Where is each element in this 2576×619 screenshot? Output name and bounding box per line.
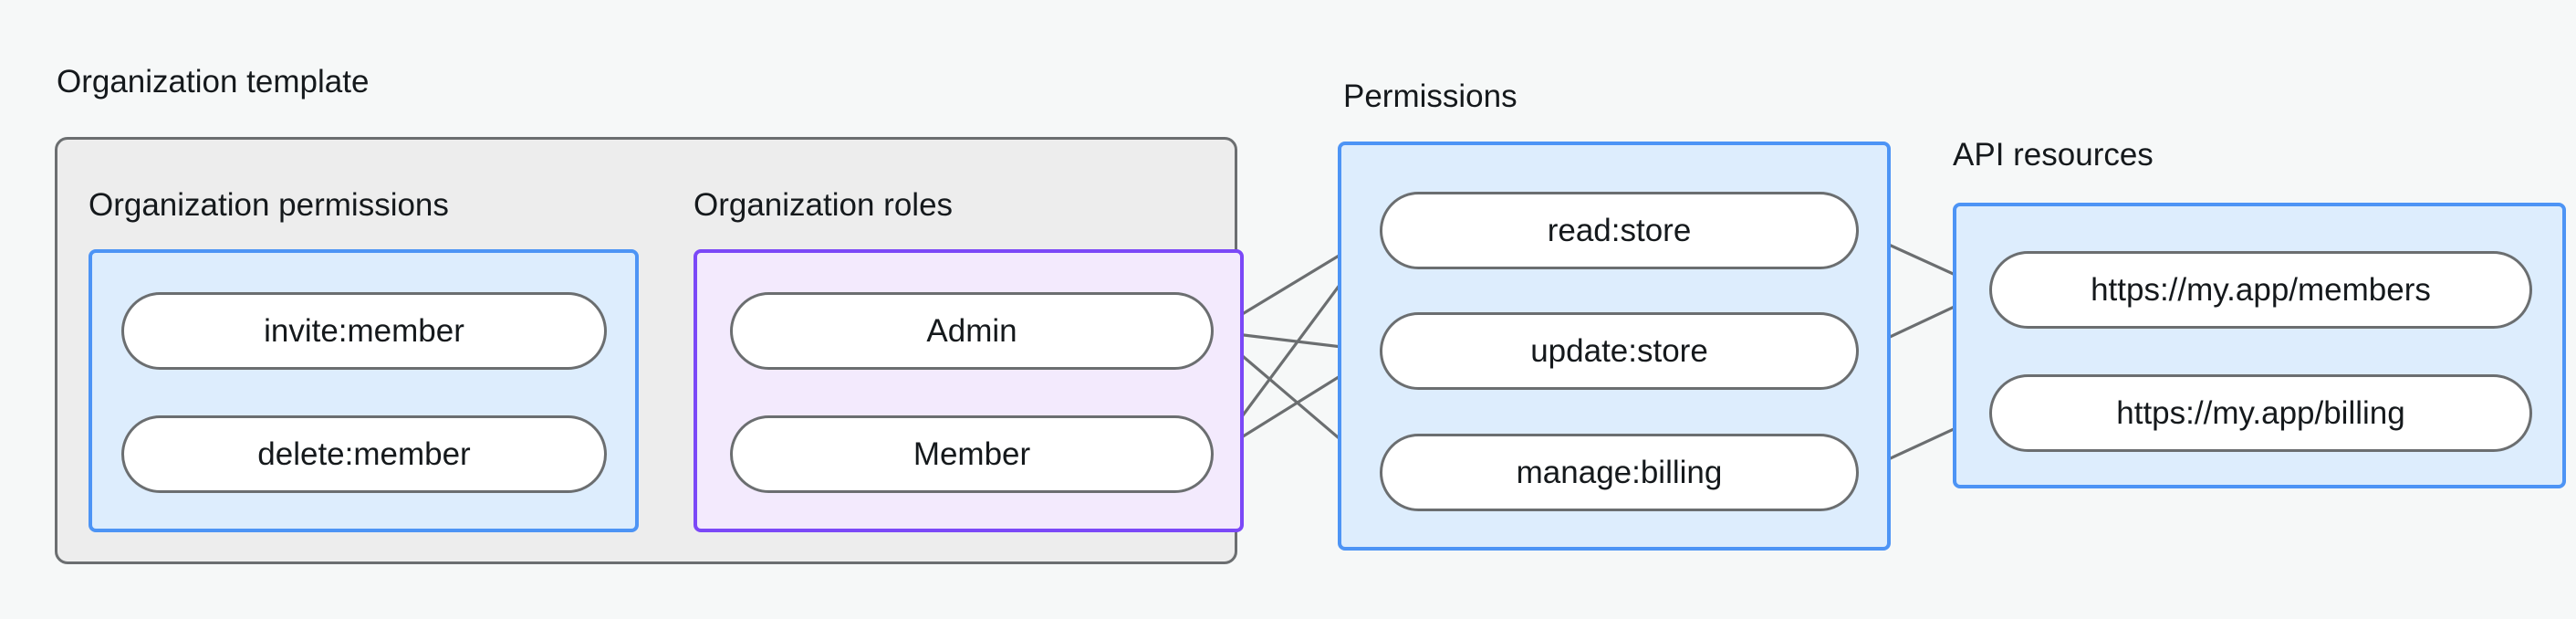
organization-permissions-title: Organization permissions: [89, 187, 449, 223]
pill-delete-member[interactable]: delete:member: [121, 415, 607, 493]
pill-update-store[interactable]: update:store: [1380, 312, 1859, 390]
pill-manage-billing[interactable]: manage:billing: [1380, 434, 1859, 511]
organization-roles-title: Organization roles: [694, 187, 954, 223]
permissions-title: Permissions: [1343, 79, 1517, 114]
api-resources-title: API resources: [1953, 137, 2154, 173]
pill-role-member[interactable]: Member: [730, 415, 1214, 493]
pill-invite-member[interactable]: invite:member: [121, 292, 607, 370]
pill-api-resource-billing[interactable]: https://my.app/billing: [1989, 374, 2532, 452]
organization-template-title: Organization template: [57, 64, 370, 100]
pill-role-admin[interactable]: Admin: [730, 292, 1214, 370]
pill-read-store[interactable]: read:store: [1380, 192, 1859, 269]
pill-api-resource-members[interactable]: https://my.app/members: [1989, 251, 2532, 329]
